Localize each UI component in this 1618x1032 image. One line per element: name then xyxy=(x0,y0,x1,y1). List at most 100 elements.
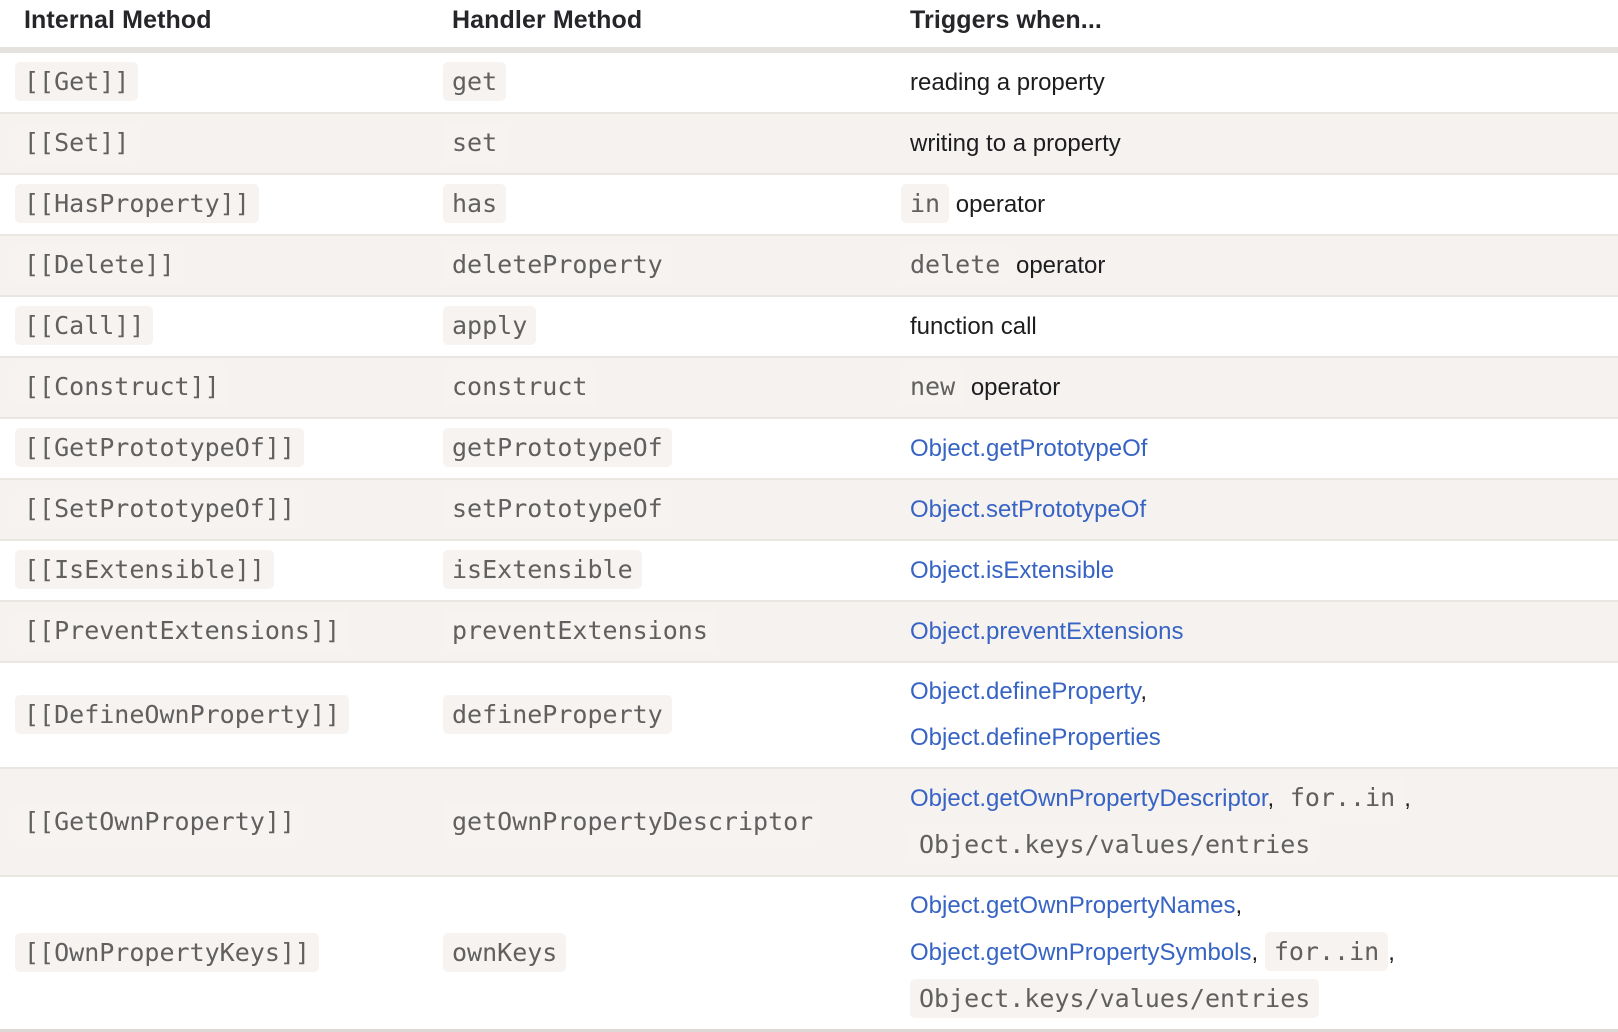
code-chip: for..in xyxy=(1280,778,1405,817)
cell-triggers: Object.defineProperty, Object.definePrope… xyxy=(886,662,1618,768)
table-row: [[Call]] apply function call xyxy=(0,296,1618,357)
code-chip: [[Set]] xyxy=(15,123,139,162)
method-link[interactable]: Object.getPrototypeOf xyxy=(910,434,1148,462)
cell-triggers: Object.preventExtensions xyxy=(886,601,1618,662)
cell-triggers: Object.isExtensible xyxy=(886,540,1618,601)
method-link[interactable]: Object.defineProperty xyxy=(910,678,1141,705)
cell-internal: [[OwnPropertyKeys]] xyxy=(0,876,428,1031)
text-run: reading a property xyxy=(910,68,1105,96)
method-link[interactable]: Object.getOwnPropertyDescriptor xyxy=(910,785,1268,812)
code-chip: construct xyxy=(443,367,597,406)
code-chip: [[DefineOwnProperty]] xyxy=(15,694,350,734)
cell-handler: setPrototypeOf xyxy=(428,479,886,540)
code-chip: Object.keys/values/entries xyxy=(910,825,1320,864)
method-link[interactable]: Object.isExtensible xyxy=(910,556,1115,584)
cell-handler: get xyxy=(428,50,886,113)
cell-triggers: Object.setPrototypeOf xyxy=(886,479,1618,540)
cell-internal: [[Get]] xyxy=(0,50,428,113)
code-chip: apply xyxy=(443,306,537,345)
method-link[interactable]: Object.preventExtensions xyxy=(910,617,1184,645)
method-link[interactable]: Object.defineProperties xyxy=(910,724,1161,751)
cell-triggers: new operator xyxy=(886,357,1618,418)
method-link[interactable]: Object.getOwnPropertySymbols xyxy=(910,939,1252,966)
code-chip: Object.keys/values/entries xyxy=(910,979,1320,1018)
text-run: , xyxy=(1267,785,1281,812)
table-row: [[Delete]] deleteProperty delete operator xyxy=(0,235,1618,296)
cell-internal: [[Construct]] xyxy=(0,357,428,418)
cell-handler: construct xyxy=(428,357,886,418)
code-chip: [[GetPrototypeOf]] xyxy=(15,428,304,467)
cell-handler: apply xyxy=(428,296,886,357)
table-row: [[HasProperty]] has in operator xyxy=(0,174,1618,235)
table-row: [[GetOwnProperty]] getOwnPropertyDescript… xyxy=(0,768,1618,876)
text-run: writing to a property xyxy=(910,129,1121,157)
cell-triggers: delete operator xyxy=(886,235,1618,296)
code-chip: [[Call]] xyxy=(15,306,154,345)
cell-internal: [[HasProperty]] xyxy=(0,174,428,235)
method-link[interactable]: Object.getOwnPropertyNames xyxy=(910,892,1236,919)
text-run: , xyxy=(1404,785,1411,812)
cell-internal: [[GetOwnProperty]] xyxy=(0,768,428,876)
text-run: , xyxy=(1235,892,1243,919)
cell-triggers: Object.getOwnPropertyNames, Object.getOwn… xyxy=(886,876,1618,1031)
table-row: [[Construct]] construct new operator xyxy=(0,357,1618,418)
cell-triggers: function call xyxy=(886,296,1618,357)
column-header-handler-method: Handler Method xyxy=(428,0,886,53)
cell-handler: isExtensible xyxy=(428,540,886,601)
code-chip: get xyxy=(443,62,507,101)
cell-internal: [[GetPrototypeOf]] xyxy=(0,418,428,479)
column-header-internal-method: Internal Method xyxy=(0,0,428,53)
code-chip: [[HasProperty]] xyxy=(15,184,259,223)
cell-triggers: writing to a property xyxy=(886,113,1618,174)
code-chip: set xyxy=(443,123,507,162)
cell-internal: [[Call]] xyxy=(0,296,428,357)
code-chip: has xyxy=(443,184,507,223)
cell-handler: deleteProperty xyxy=(428,235,886,296)
header-row: Internal Method Handler Method Triggers … xyxy=(0,0,1618,53)
code-chip: defineProperty xyxy=(443,694,672,734)
table-row: [[GetPrototypeOf]] getPrototypeOf Object.g… xyxy=(0,418,1618,479)
cell-internal: [[DefineOwnProperty]] xyxy=(0,662,428,768)
cell-handler: has xyxy=(428,174,886,235)
cell-triggers: reading a property xyxy=(886,50,1618,113)
code-chip: for..in xyxy=(1264,932,1389,971)
code-chip: [[GetOwnProperty]] xyxy=(15,801,304,841)
cell-internal: [[SetPrototypeOf]] xyxy=(0,479,428,540)
code-chip: [[PreventExtensions]] xyxy=(15,611,350,650)
code-chip: isExtensible xyxy=(443,550,642,589)
cell-internal: [[Set]] xyxy=(0,113,428,174)
table-body: [[Get]] get reading a property [[Set]] set wr… xyxy=(0,50,1618,1031)
table-row: [[SetPrototypeOf]] setPrototypeOf Object.s… xyxy=(0,479,1618,540)
cell-internal: [[IsExtensible]] xyxy=(0,540,428,601)
code-chip: delete xyxy=(901,245,1010,284)
cell-triggers: Object.getOwnPropertyDescriptor, for..in… xyxy=(886,768,1618,876)
text-run: , xyxy=(1140,678,1148,705)
cell-triggers: in operator xyxy=(886,174,1618,235)
table-row: [[Set]] set writing to a property xyxy=(0,113,1618,174)
text-run: function call xyxy=(910,312,1037,340)
table-row: [[IsExtensible]] isExtensible Object.isExt… xyxy=(0,540,1618,601)
cell-handler: ownKeys xyxy=(428,876,886,1031)
code-chip: [[OwnPropertyKeys]] xyxy=(15,932,319,972)
cell-handler: preventExtensions xyxy=(428,601,886,662)
code-chip: new xyxy=(901,367,965,406)
cell-handler: getPrototypeOf xyxy=(428,418,886,479)
code-chip: deleteProperty xyxy=(443,245,672,284)
cell-triggers: Object.getPrototypeOf xyxy=(886,418,1618,479)
text-run: , xyxy=(1388,939,1395,966)
table-row: [[PreventExtensions]] preventExtensions Ob… xyxy=(0,601,1618,662)
code-chip: setPrototypeOf xyxy=(443,489,672,528)
code-chip: [[Get]] xyxy=(15,62,139,101)
cell-handler: defineProperty xyxy=(428,662,886,768)
code-chip: [[SetPrototypeOf]] xyxy=(15,489,304,528)
code-chip: [[Delete]] xyxy=(15,245,184,284)
cell-internal: [[Delete]] xyxy=(0,235,428,296)
code-chip: getOwnPropertyDescriptor xyxy=(443,801,823,841)
table-header: Internal Method Handler Method Triggers … xyxy=(0,0,1618,53)
code-chip: [[IsExtensible]] xyxy=(15,550,274,589)
method-link[interactable]: Object.setPrototypeOf xyxy=(910,495,1147,523)
cell-handler: getOwnPropertyDescriptor xyxy=(428,768,886,876)
cell-internal: [[PreventExtensions]] xyxy=(0,601,428,662)
